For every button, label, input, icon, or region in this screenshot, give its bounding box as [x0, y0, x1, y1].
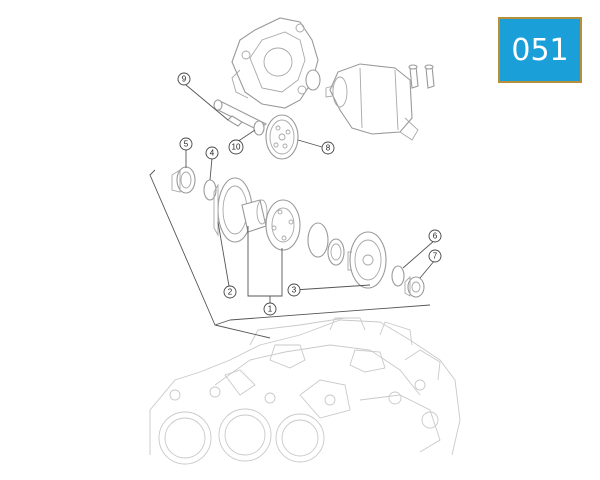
- leader-lines: [149, 84, 436, 339]
- callout-1: 1: [263, 302, 277, 316]
- callout-5: 5: [179, 137, 193, 151]
- svg-text:6: 6: [433, 232, 438, 241]
- idler-gear: [265, 114, 299, 160]
- svg-text:4: 4: [210, 149, 215, 158]
- starter-cover: [231, 17, 319, 109]
- callout-2: 2: [223, 285, 237, 299]
- svg-text:9: 9: [182, 75, 187, 84]
- starter-motor: [325, 63, 419, 141]
- drive-gear-with-shaft: [213, 177, 268, 243]
- callout-4: 4: [205, 146, 219, 160]
- circlip: [307, 222, 329, 258]
- svg-text:2: 2: [228, 288, 233, 297]
- svg-text:5: 5: [184, 140, 189, 149]
- needle-cage: [327, 238, 345, 266]
- freewheel-clutch: [265, 199, 301, 251]
- starter-screws: [408, 64, 435, 89]
- callout-10: 10: [228, 139, 244, 155]
- callout-9: 9: [177, 72, 191, 86]
- svg-text:10: 10: [232, 143, 241, 152]
- callout-3: 3: [287, 283, 301, 297]
- callout-6: 6: [428, 229, 442, 243]
- callout-8: 8: [321, 141, 335, 155]
- page-number-badge: 051: [498, 17, 582, 83]
- washer: [253, 120, 265, 136]
- svg-text:1: 1: [268, 305, 273, 314]
- spacer-washer: [391, 265, 405, 287]
- svg-text:3: 3: [292, 286, 297, 295]
- crankcase-outline: [149, 317, 461, 465]
- gear-shaft: [212, 99, 268, 131]
- starter-driven-gear: [347, 231, 387, 289]
- svg-text:7: 7: [433, 252, 438, 261]
- callout-7: 7: [428, 249, 442, 263]
- needle-bearing: [171, 166, 196, 194]
- page-number: 051: [511, 32, 569, 68]
- roller-bearing: [404, 275, 425, 298]
- o-ring: [305, 69, 321, 91]
- svg-text:8: 8: [326, 144, 331, 153]
